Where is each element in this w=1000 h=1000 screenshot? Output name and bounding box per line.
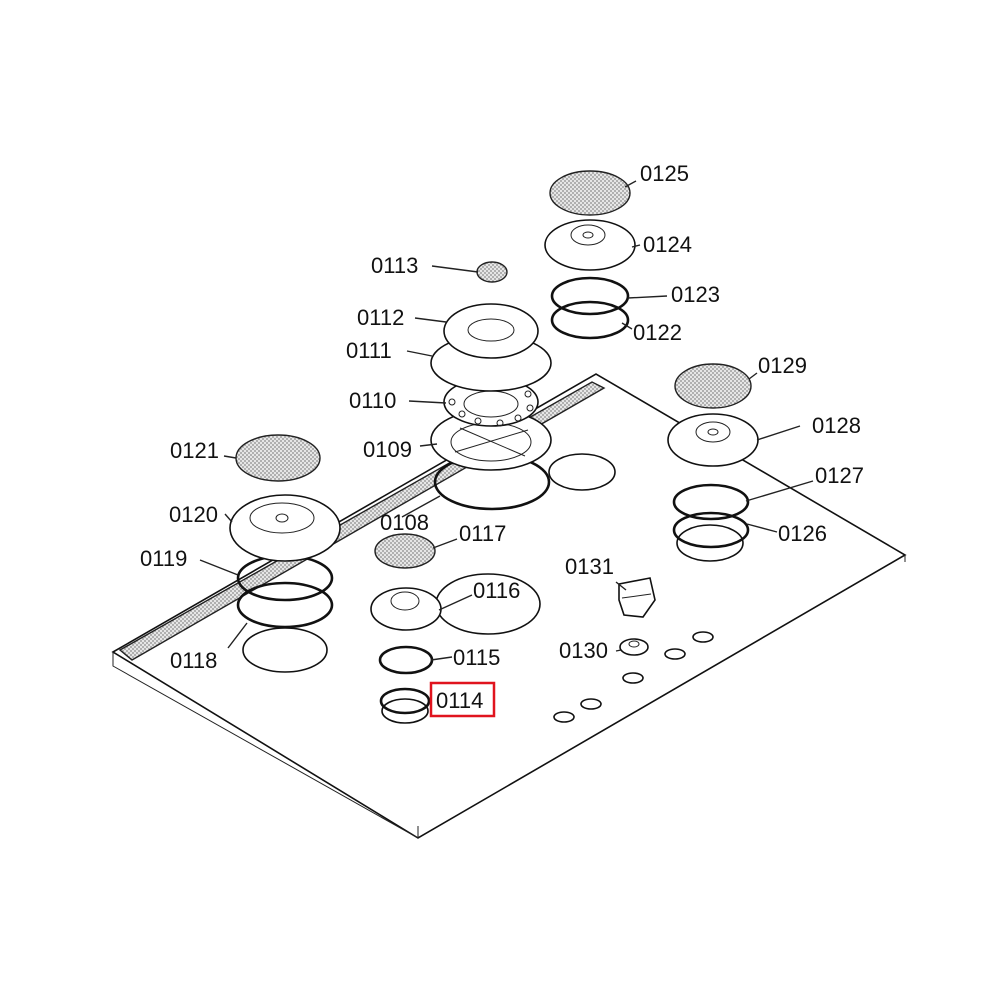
part-0123 [550,276,630,316]
hole-left-front [242,627,328,673]
part-0125 [549,170,631,216]
center-burner [430,261,552,511]
label-0126: 0126 [778,521,827,546]
knob-parts [618,577,656,656]
part-0122 [550,300,630,340]
label-0128: 0128 [812,413,861,438]
part-0126 [672,511,750,549]
label-0129: 0129 [758,353,807,378]
part-0118 [236,581,334,629]
part-0129 [674,363,752,409]
front-burner [370,533,442,724]
label-0112: 0112 [357,305,404,330]
plate-holes [242,453,744,723]
label-0113: 0113 [371,253,418,278]
label-0122: 0122 [633,320,682,345]
knob-hole [664,648,686,660]
label-0116: 0116 [473,578,520,603]
hole-center-rear [548,453,616,491]
knob-hole [622,672,644,684]
leader-lines [199,180,814,661]
part-0120 [229,494,341,562]
left-burner [229,434,341,629]
label-0120: 0120 [169,502,218,527]
part-0127 [672,483,750,521]
label-0117: 0117 [459,521,506,546]
hole-right [676,524,744,562]
label-0114: 0114 [436,688,483,713]
knob-hole [692,631,714,643]
part-0117 [374,533,436,569]
part-0114 [381,698,429,724]
part-labels: 0125 0124 0123 0122 0113 0112 0111 0110 … [140,161,864,718]
label-0110: 0110 [349,388,396,413]
label-0127: 0127 [815,463,864,488]
part-0121 [235,434,321,482]
label-0124: 0124 [643,232,692,257]
knob-hole [553,711,575,723]
label-0115: 0115 [453,645,500,670]
rear-burner [544,170,636,340]
label-0130: 0130 [559,638,608,663]
label-0123: 0123 [671,282,720,307]
part-0113 [476,261,508,283]
part-0131 [618,577,656,618]
knob-hole [580,698,602,710]
label-0111: 0111 [346,338,392,363]
label-0118: 0118 [170,648,217,673]
part-0112 [443,303,539,359]
highlight-box-0114 [429,681,496,718]
label-0121: 0121 [170,438,219,463]
label-0119: 0119 [140,546,187,571]
label-0131: 0131 [565,554,614,579]
part-0116 [370,587,442,631]
label-0125: 0125 [640,161,689,186]
label-0108: 0108 [380,510,429,535]
flame-ports [448,390,534,427]
label-0109: 0109 [363,437,412,462]
